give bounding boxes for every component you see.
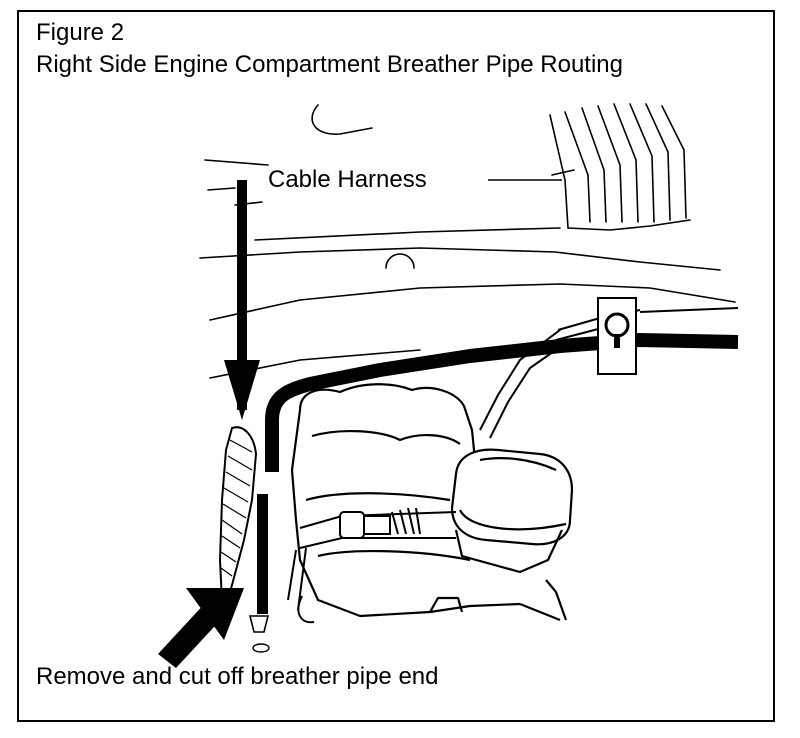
panel-line-4 — [199, 247, 721, 271]
breather-pipe — [248, 494, 270, 653]
reservoir — [290, 383, 568, 622]
panel-line-1 — [204, 159, 269, 166]
reservoir-cap — [450, 448, 574, 574]
breather-pipe-end — [218, 426, 258, 621]
fin-panel — [549, 103, 691, 231]
small-hose — [479, 329, 561, 431]
figure-number: Figure 2 — [36, 19, 125, 46]
panel-line-3 — [254, 227, 561, 241]
figure-title: Right Side Engine Compartment Breather P… — [36, 51, 623, 78]
harness-arrow — [224, 180, 260, 420]
cable-harness-label: Cable Harness — [268, 166, 427, 193]
upper-bracket — [311, 104, 373, 135]
pipe-end-arrow — [158, 588, 244, 668]
grommet — [385, 253, 415, 269]
panel-line-5 — [209, 283, 736, 321]
hose-connector — [287, 507, 457, 624]
harness-clip — [597, 297, 637, 375]
panel-line-2 — [207, 187, 236, 191]
figure-caption: Remove and cut off breather pipe end — [36, 663, 439, 690]
small-hose-2 — [489, 339, 571, 439]
